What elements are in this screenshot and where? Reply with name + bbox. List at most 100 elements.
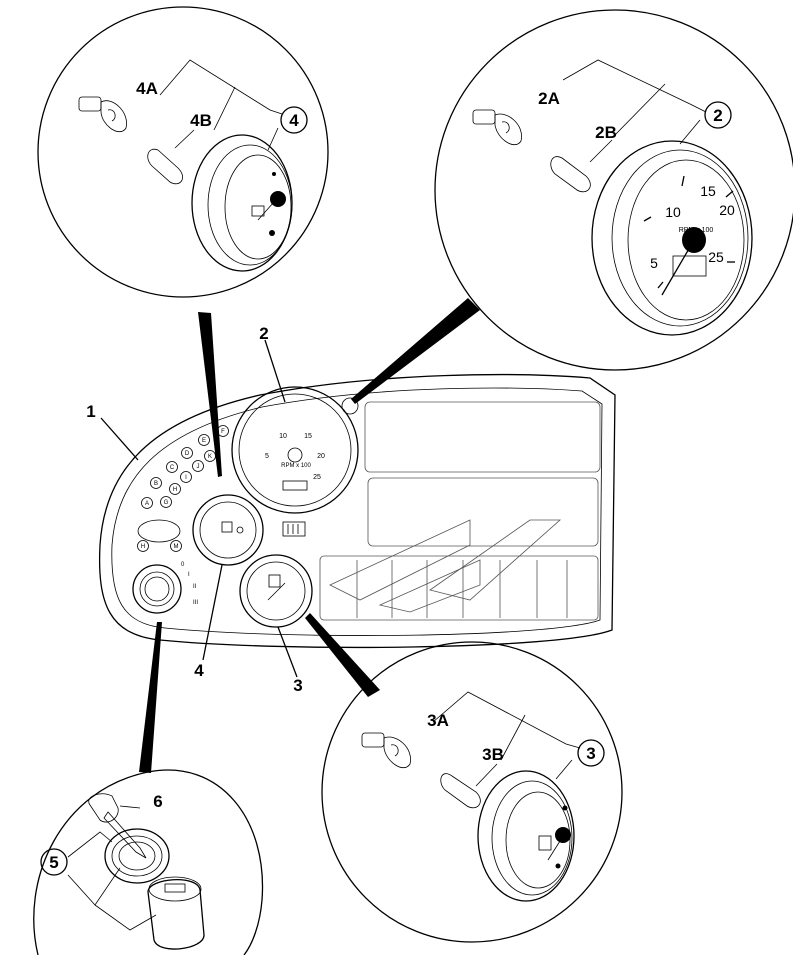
svg-text:RPM x 100: RPM x 100 [281,463,311,469]
indicator-lamp-K: K [204,450,216,462]
svg-text:H: H [141,544,145,550]
leader-3 [277,626,298,678]
gauge-3 [477,770,575,902]
connector-gauge-2 [351,298,480,404]
indicator-lamp-H: H [169,483,181,495]
indicator-lamp-C: C [166,461,178,473]
instrument-panel [98,373,616,649]
callout-4A: 4A [136,79,158,98]
indicator-lamp-E: E [198,434,210,446]
callout-3-badge: 3 [586,744,595,763]
callout-6: 6 [153,792,162,811]
leader-1 [100,417,139,461]
callout-4-badge: 4 [289,111,299,130]
leader-3B [475,763,498,787]
svg-text:K: K [208,454,212,460]
dash-gauge-4 [192,494,264,566]
svg-text:B: B [154,481,158,487]
svg-text:H: H [173,487,177,493]
leader-5 [67,831,113,858]
svg-text:III: III [193,600,198,606]
indicator-lamp-D: D [181,447,193,459]
connector-gauge-4 [198,312,222,477]
svg-text:15: 15 [700,183,716,199]
bulb-4A [78,96,127,133]
detail-circle-4 [37,6,329,298]
leader-4-gauge [213,86,236,131]
callout-3B: 3B [482,745,504,764]
callout-3: 3 [293,676,302,695]
callout-badge-3 [577,739,605,767]
gauge-4 [191,134,293,272]
svg-text:25: 25 [313,474,321,481]
svg-text:I: I [188,572,190,578]
key [88,793,147,859]
leader-4A-4 [159,59,283,115]
ignition-bezel [104,828,170,884]
dash-gauge-3 [239,554,313,628]
indicator-lamp-B: B [150,477,162,489]
svg-text:C: C [170,465,175,471]
svg-text:5: 5 [650,255,658,271]
svg-text:I: I [185,475,187,481]
detail-circle-3 [321,641,623,943]
detail-circle-5 [33,769,264,956]
indicator-lamp-group: A B C D E F G H I J K H M [137,425,229,552]
callout-2-badge: 2 [713,106,722,125]
svg-text:M: M [174,544,179,550]
callout-badge-5 [40,848,68,876]
connector-ignition [139,622,162,773]
ignition-barrel [147,876,205,950]
indicator-lamp-A: A [141,497,153,509]
bulb-2A [472,109,522,146]
svg-text:15: 15 [304,433,312,440]
leader-6 [119,805,141,809]
connector-gauge-3 [305,613,380,697]
detail-circle-2: RPM x 100 5 10 15 20 25 [434,9,793,371]
callout-4: 4 [194,661,204,680]
svg-text:10: 10 [665,204,681,220]
svg-text:25: 25 [708,249,724,265]
svg-text:J: J [197,464,200,470]
svg-text:D: D [185,451,190,457]
dash-tachometer: RPM x 100 5 10 15 20 25 [231,386,359,514]
leader-2 [264,339,286,403]
ignition-switch: 0 I II III [132,562,198,614]
svg-text:G: G [164,500,169,506]
svg-text:A: A [145,501,149,507]
lens-2B [550,156,591,193]
callout-badge-2 [704,101,732,129]
svg-text:20: 20 [317,453,325,460]
mode-lamp-H: H [137,540,149,552]
indicator-lamp-I: I [180,471,192,483]
bulb-3A [361,732,411,769]
svg-text:RPM x 100: RPM x 100 [679,227,714,234]
svg-text:5: 5 [265,453,269,460]
callout-2A: 2A [538,89,560,108]
lens-3B [440,773,481,809]
mode-lamp-M: M [170,540,182,552]
tachometer: RPM x 100 5 10 15 20 25 [591,140,753,336]
indicator-lamp-J: J [192,460,204,472]
svg-text:II: II [193,584,197,590]
callout-badge-4 [280,106,308,134]
svg-text:E: E [202,438,206,444]
lens-4B [147,148,183,185]
callout-4B: 4B [190,111,212,130]
indicator-lamp-G: G [160,496,172,508]
svg-text:0: 0 [181,562,185,568]
leader-4 [202,564,223,661]
callout-2B: 2B [595,123,617,142]
svg-text:20: 20 [719,202,735,218]
svg-text:F: F [221,429,225,435]
svg-text:10: 10 [279,433,287,440]
callout-3A: 3A [427,711,449,730]
leader-4B [174,129,195,149]
leader-3A-3 [432,691,581,749]
callout-1: 1 [86,402,95,421]
leader-2A-2 [562,59,707,113]
leader-2B [589,139,613,163]
callout-2: 2 [259,324,268,343]
